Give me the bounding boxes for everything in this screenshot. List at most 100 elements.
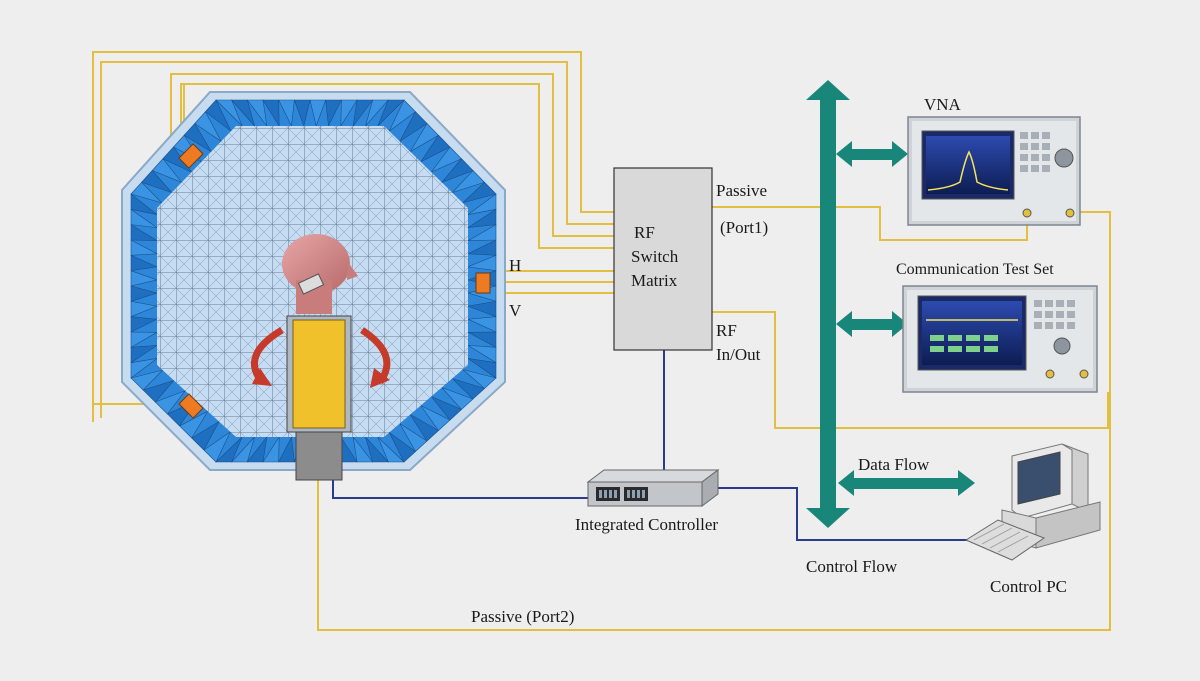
absorber-cones xyxy=(130,99,497,463)
control-pc[interactable] xyxy=(964,443,1101,561)
absorber-cone xyxy=(204,99,232,132)
absorber-cone xyxy=(179,410,209,439)
absorber-cone xyxy=(194,111,222,142)
dut-positioner xyxy=(286,315,352,481)
absorber-cone xyxy=(141,170,173,194)
switch-matrix-line2: Switch xyxy=(631,247,679,266)
data-flow-label: Data Flow xyxy=(858,455,930,474)
switch-matrix-line3: Matrix xyxy=(631,271,678,290)
absorber-cone xyxy=(130,224,159,242)
absorber-cone xyxy=(278,99,295,128)
absorber-cone xyxy=(466,300,497,318)
absorber-cone xyxy=(130,358,158,379)
absorber-cone xyxy=(467,193,497,215)
absorber-cone xyxy=(409,123,439,153)
absorber-cone xyxy=(440,158,474,184)
absorber-cone xyxy=(130,344,159,364)
absorber-cone xyxy=(419,134,451,163)
absorber-cone xyxy=(462,369,497,389)
absorber-cone xyxy=(231,99,255,127)
absorber-cone xyxy=(399,423,428,452)
absorber-cone xyxy=(130,208,158,228)
passive-port2-label: Passive (Port2) xyxy=(471,607,574,626)
rf-switch-matrix[interactable]: RF Switch Matrix xyxy=(613,167,713,351)
absorber-cone xyxy=(130,316,159,333)
measurement-probe-right xyxy=(475,272,491,294)
absorber-cone xyxy=(130,254,159,272)
absorber-cone xyxy=(191,420,220,451)
absorber-cone xyxy=(203,430,232,463)
absorber-cone xyxy=(130,193,158,215)
absorber-cone xyxy=(377,436,405,463)
absorber-cone xyxy=(466,239,497,256)
absorber-cone xyxy=(130,239,159,256)
measurement-probe-top xyxy=(178,143,204,169)
absorber-cone xyxy=(293,99,311,128)
absorber-cone xyxy=(467,345,497,364)
absorber-cone xyxy=(142,379,175,403)
absorber-cone xyxy=(352,99,374,127)
absorber-cone xyxy=(246,99,268,127)
absorber-cone xyxy=(467,224,497,242)
absorber-cone xyxy=(467,358,497,379)
absorber-cone xyxy=(466,316,497,333)
absorber-cone xyxy=(399,111,428,142)
comm-test-set-label: Communication Test Set xyxy=(896,261,1054,278)
absorber-cone xyxy=(467,331,497,348)
absorber-cone xyxy=(430,146,463,173)
switch-matrix-line1: RF xyxy=(634,223,655,242)
absorber-cone xyxy=(309,99,327,128)
absorber-cone xyxy=(130,331,159,348)
absorber-cone xyxy=(130,369,164,391)
absorber-cone xyxy=(365,99,389,127)
absorber-cone xyxy=(420,405,451,431)
absorber-cone xyxy=(246,435,268,463)
data-bus xyxy=(806,80,850,528)
absorber-cone xyxy=(215,99,243,127)
absorber-cone xyxy=(431,396,463,421)
absorber-cone xyxy=(352,435,374,463)
inout-label: In/Out xyxy=(716,345,761,364)
absorber-cone xyxy=(130,285,159,302)
communication-test-set[interactable] xyxy=(902,285,1098,393)
integrated-controller[interactable] xyxy=(586,469,720,507)
vna-instrument[interactable] xyxy=(907,116,1081,226)
absorber-cone xyxy=(262,435,280,463)
absorber-cone xyxy=(409,414,440,442)
port1-label: (Port1) xyxy=(720,218,768,237)
absorber-cone xyxy=(130,181,163,204)
measurement-probe-bottom xyxy=(178,393,204,419)
absorber-cone xyxy=(388,99,416,132)
absorber-cone xyxy=(151,158,183,184)
control-pc-label: Control PC xyxy=(990,577,1067,596)
absorber-cone xyxy=(388,432,416,463)
polarization-v-label: V xyxy=(509,301,522,320)
absorber-cone xyxy=(130,270,159,287)
absorber-cone xyxy=(230,436,255,463)
absorber-cone xyxy=(377,99,405,127)
absorber-cone xyxy=(340,99,358,128)
absorber-cone xyxy=(215,436,243,463)
absorber-cone xyxy=(183,122,212,152)
control-flow-label: Control Flow xyxy=(806,557,898,576)
absorber-cone xyxy=(466,254,497,272)
absorber-cone xyxy=(441,387,474,410)
absorber-cone xyxy=(278,435,295,463)
absorber-cone xyxy=(467,208,497,228)
absorber-cone xyxy=(262,99,280,128)
bus-arrow-vna xyxy=(836,141,908,167)
absorber-cone xyxy=(462,181,497,204)
passive-label: Passive xyxy=(716,181,767,200)
absorber-cone xyxy=(452,378,486,400)
rotation-arrows-icon xyxy=(250,326,391,388)
absorber-cone xyxy=(325,99,342,128)
vna-label: VNA xyxy=(924,95,962,114)
controller-label: Integrated Controller xyxy=(575,515,718,534)
absorber-cone xyxy=(130,300,159,318)
bus-arrow-comm-test-set xyxy=(836,311,908,337)
absorber-cone xyxy=(154,390,187,415)
absorber-cone xyxy=(365,436,390,463)
phantom-head xyxy=(282,234,358,314)
